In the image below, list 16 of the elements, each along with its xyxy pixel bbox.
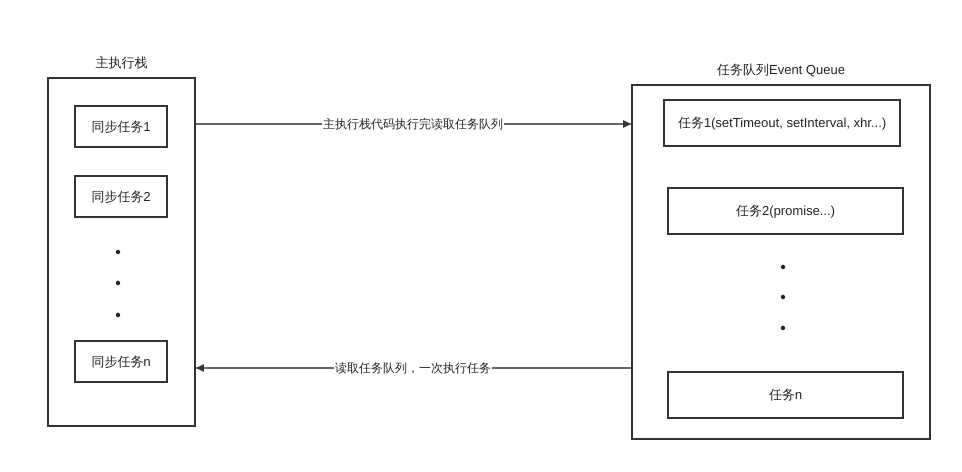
task-box bbox=[74, 105, 168, 148]
container-title: 任务队列Event Queue bbox=[716, 61, 846, 79]
task-box bbox=[74, 175, 168, 218]
edge-label: 读取任务队列，一次执行任务 bbox=[334, 359, 492, 377]
task-label: 同步任务n bbox=[90, 352, 152, 370]
task-label: 同步任务1 bbox=[90, 118, 152, 136]
task-box bbox=[663, 99, 901, 147]
container-title: 主执行栈 bbox=[94, 54, 148, 72]
task-label: 同步任务2 bbox=[90, 188, 152, 206]
task-label: 任务n bbox=[768, 386, 804, 404]
task-label: 任务2(promise...) bbox=[735, 202, 836, 220]
task-box bbox=[667, 371, 904, 419]
task-box bbox=[74, 340, 168, 383]
edge-label: 主执行栈代码执行完读取任务队列 bbox=[322, 115, 504, 133]
task-box bbox=[667, 187, 904, 235]
task-label: 任务1(setTimeout, setInterval, xhr...) bbox=[676, 114, 888, 132]
